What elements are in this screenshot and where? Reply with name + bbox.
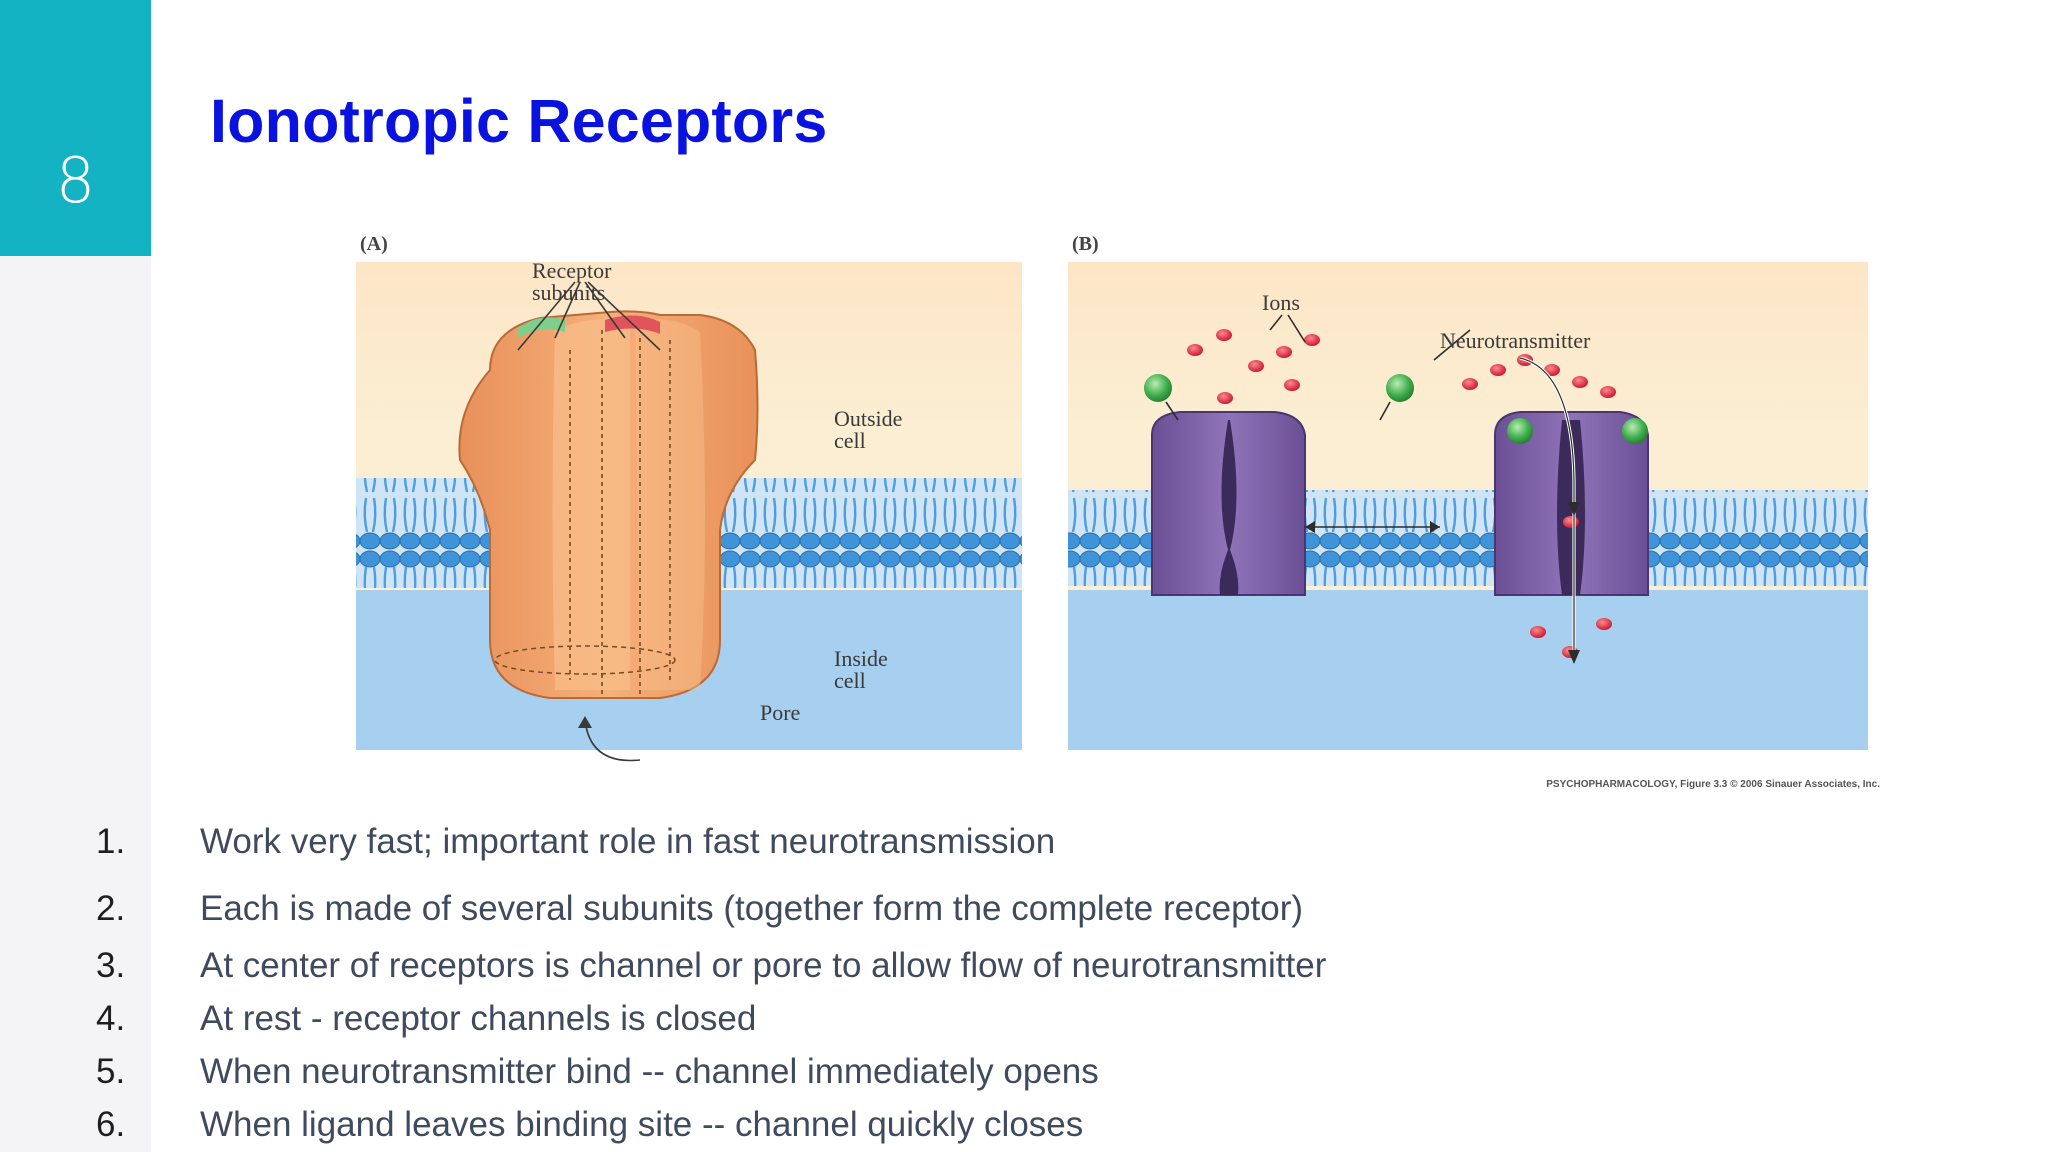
ion-flow-path-outline <box>1519 357 1575 660</box>
list-item: 1. Work very fast; important role in fas… <box>0 822 1600 868</box>
list-item-number: 1. <box>96 822 126 861</box>
list-item-number: 6. <box>96 1105 126 1144</box>
page-number: 8 <box>55 144 96 217</box>
label-outside-line1: Outside <box>834 406 902 431</box>
list-item: 5. When neurotransmitter bind -- channel… <box>0 1052 1600 1098</box>
pore-arrow-icon <box>578 716 592 728</box>
orange-subunit-front <box>552 318 630 690</box>
panel-a-tag: (A) <box>360 233 388 255</box>
label-neurotransmitter: Neurotransmitter <box>1440 328 1591 353</box>
neurotransmitter-green-1 <box>1144 374 1172 402</box>
list-item-text: At center of receptors is channel or por… <box>200 946 1327 985</box>
green-subunit-cap <box>518 317 565 338</box>
label-receptor-line1: Receptor <box>532 258 612 283</box>
list-item-text: Work very fast; important role in fast n… <box>200 822 1056 861</box>
label-receptor-line2: subunits <box>532 280 605 305</box>
neurotransmitter-green-bound-1 <box>1507 418 1533 444</box>
panel-a: (A) Receptor subunits Outside cell Insid… <box>356 233 1022 762</box>
list-item: 3. At center of receptors is channel or … <box>0 946 1600 992</box>
ionotropic-receptor-figure: (A) Receptor subunits Outside cell Insid… <box>340 220 1880 800</box>
list-item: 4. At rest - receptor channels is closed <box>0 999 1600 1045</box>
list-item: 2. Each is made of several subunits (tog… <box>0 889 1600 935</box>
panel-b-inside-region <box>1068 590 1868 750</box>
receptor-illustration: (A) Receptor subunits Outside cell Insid… <box>356 233 1880 790</box>
pore-pointer-line <box>584 719 641 762</box>
list-item-number: 5. <box>96 1052 126 1091</box>
list-item-text: Each is made of several subunits (togeth… <box>200 889 1304 928</box>
neurotransmitter-green-2 <box>1386 374 1414 402</box>
panel-b: (B) <box>1068 233 1868 750</box>
neurotransmitter-green-bound-2 <box>1622 418 1648 444</box>
label-inside-line1: Inside <box>834 646 888 671</box>
list-item-number: 4. <box>96 999 126 1038</box>
label-ions: Ions <box>1262 290 1300 315</box>
page-number-tab: 8 <box>0 0 151 256</box>
subunit-pointer-lines <box>517 281 661 351</box>
panel-b-tag: (B) <box>1072 233 1099 255</box>
label-pore: Pore <box>760 700 800 725</box>
neurotransmitter-pointer-line <box>1433 329 1471 361</box>
green-pointer-lines <box>1165 401 1391 421</box>
list-item-number: 2. <box>96 889 126 928</box>
list-item-text: When ligand leaves binding site -- chann… <box>200 1105 1084 1144</box>
closed-channel-gap <box>1219 420 1239 595</box>
list-item-text: When neurotransmitter bind -- channel im… <box>200 1052 1099 1091</box>
label-outside-line2: cell <box>834 428 866 453</box>
orange-subunit-right <box>635 318 705 690</box>
slide-title: Ionotropic Receptors <box>210 87 828 155</box>
figure-caption: PSYCHOPHARMACOLOGY, Figure 3.3 © 2006 Si… <box>1546 779 1880 790</box>
list-item-number: 3. <box>96 946 126 985</box>
list-item-text: At rest - receptor channels is closed <box>200 999 757 1038</box>
pore-dashed-ellipse <box>494 645 676 675</box>
label-inside-line2: cell <box>834 668 866 693</box>
ions-pointer-lines <box>1269 314 1306 343</box>
list-item: 6. When ligand leaves binding site -- ch… <box>0 1105 1600 1151</box>
